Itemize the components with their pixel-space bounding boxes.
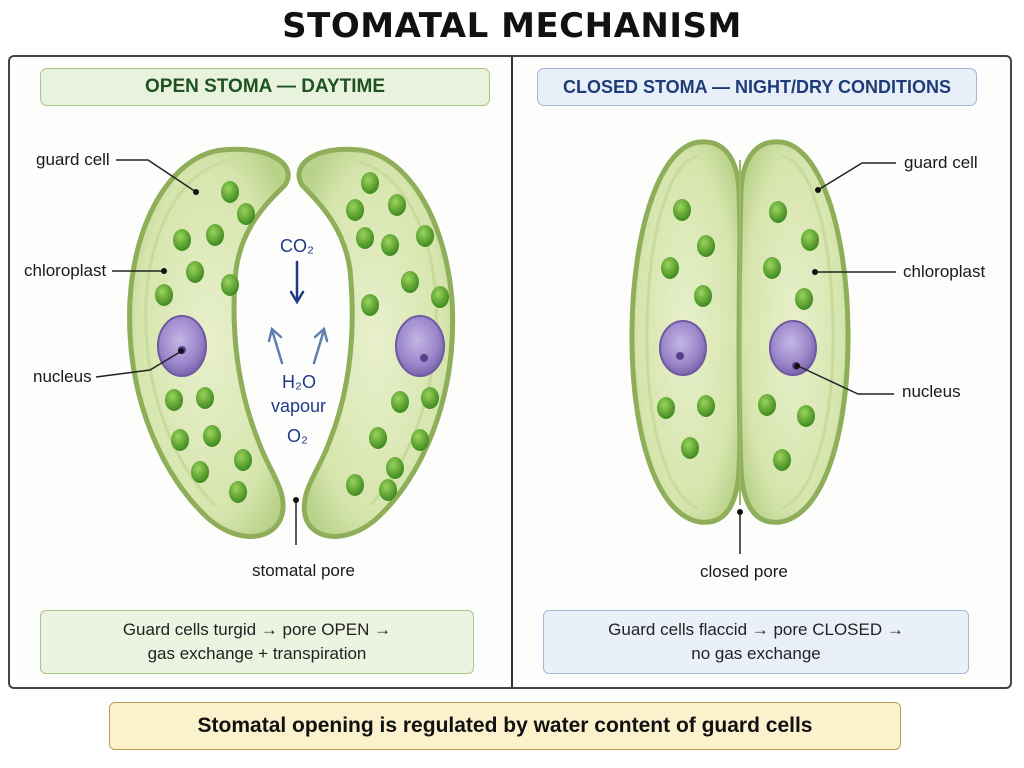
o2-label: O₂ [287,426,308,446]
closed-stoma-heading: CLOSED STOMA — NIGHT/DRY CONDITIONS [537,68,977,106]
open-note-line1: Guard cells turgid → pore OPEN → [122,620,392,639]
h2o-label: H₂O [282,372,316,392]
open-right-chloroplasts [346,172,449,501]
closed-note-line2: no gas exchange [691,644,821,663]
closed-left-chloroplasts [657,199,715,459]
open-left-guard-cell [127,146,291,539]
open-guard-cell-label: guard cell [36,150,110,169]
open-left-chloroplasts [155,181,255,503]
closed-pore-label: closed pore [700,562,788,581]
closed-leader-lines [739,162,896,554]
open-leader-lines [95,159,297,545]
open-stoma-note: Guard cells turgid → pore OPEN → gas exc… [40,610,474,674]
panel-divider [511,57,513,687]
stomatal-pore-label: stomatal pore [252,561,355,580]
page-title: STOMATAL MECHANISM [282,6,742,46]
closed-left-nucleus [659,320,707,376]
closed-right-nucleus [769,320,817,376]
closed-chloroplast-label: chloroplast [903,262,986,281]
co2-label: CO₂ [280,236,314,256]
closed-nucleus-label: nucleus [902,382,961,401]
open-nucleus-label: nucleus [33,367,92,386]
open-chloroplast-label: chloroplast [24,261,107,280]
closed-stoma-note: Guard cells flaccid → pore CLOSED → no g… [543,610,969,674]
open-note-line2: gas exchange + transpiration [147,644,367,663]
closed-right-chloroplasts [758,201,819,471]
open-stoma-heading: OPEN STOMA — DAYTIME [40,68,490,106]
summary-footer: Stomatal opening is regulated by water c… [109,702,901,750]
closed-guard-cell-label: guard cell [904,153,978,172]
vapour-arrows [267,326,329,365]
closed-note-line1: Guard cells flaccid → pore CLOSED → [608,620,904,639]
gas-arrows [289,260,305,305]
open-right-nucleus [395,315,445,377]
vapour-label: vapour [271,396,327,416]
